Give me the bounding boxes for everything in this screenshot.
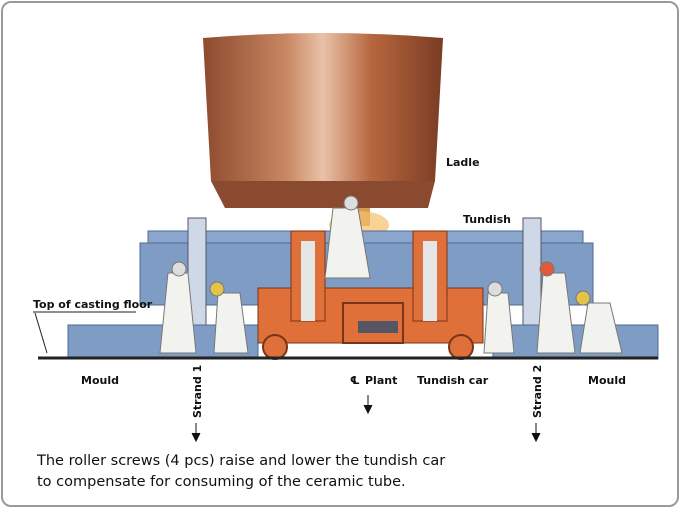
- strand-2-arrow: [531, 423, 541, 443]
- label-mould-left: Mould: [81, 374, 119, 387]
- label-strand-1: Strand 1: [191, 365, 204, 418]
- tundish-car: [257, 230, 484, 360]
- centerline-symbol: ℄: [350, 374, 360, 387]
- caption-line-1: The roller screws (4 pcs) raise and lowe…: [37, 453, 446, 469]
- casting-illustration: Ladle Tundish Top of casting floor Mould…: [33, 33, 659, 443]
- mould-right: [492, 324, 659, 360]
- ladle: [203, 33, 443, 239]
- floor-pointer: [34, 312, 48, 354]
- label-strand-2: Strand 2: [531, 365, 544, 418]
- strand-1-arrow: [191, 423, 201, 443]
- label-ladle: Ladle: [446, 156, 480, 169]
- label-casting-floor: Top of casting floor: [33, 298, 153, 311]
- label-plant: Plant: [365, 374, 397, 387]
- label-tundish-car: Tundish car: [417, 374, 489, 387]
- caption-line-2: to compensate for consuming of the ceram…: [37, 474, 406, 490]
- workers: [159, 195, 623, 354]
- label-mould-right: Mould: [588, 374, 626, 387]
- plant-arrow: [363, 395, 373, 415]
- label-tundish: Tundish: [463, 213, 511, 226]
